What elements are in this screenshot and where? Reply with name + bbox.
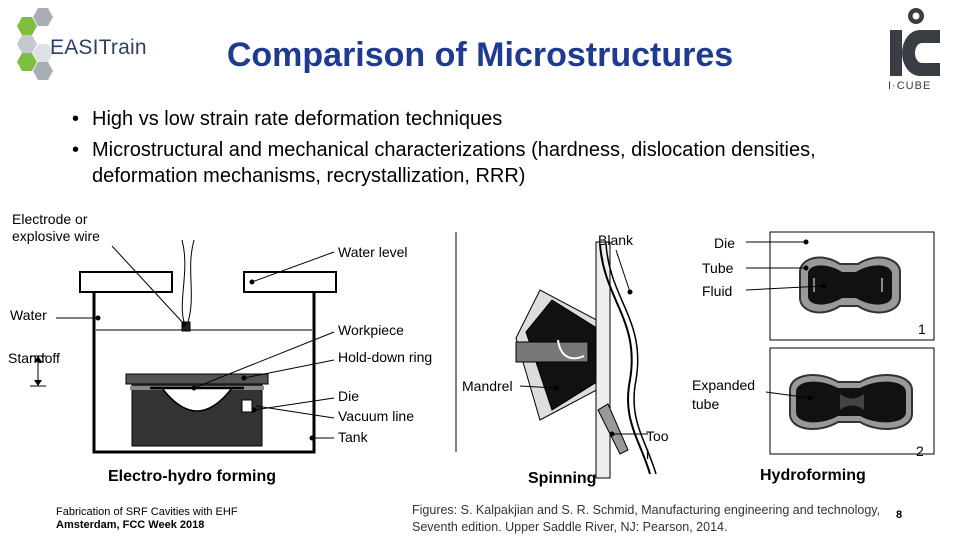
- electro-leader-lines: [56, 245, 335, 441]
- icube-logo-text: I·CUBE: [888, 80, 932, 92]
- bullet-item: Microstructural and mechanical character…: [72, 137, 892, 189]
- label-electrode: Electrode or explosive wire: [12, 211, 100, 244]
- footer-event-line2: Amsterdam, FCC Week 2018: [56, 519, 205, 531]
- label-tank: Tank: [338, 429, 368, 445]
- bullet-item: High vs low strain rate deformation tech…: [72, 106, 892, 132]
- label-vacuum-line: Vacuum line: [338, 408, 415, 424]
- label-tool-cont: l: [646, 446, 650, 462]
- label-water-level: Water level: [338, 244, 408, 260]
- label-die: Die: [338, 388, 360, 404]
- label-workpiece: Workpiece: [338, 322, 404, 338]
- caption-electro-hydro: Electro-hydro forming: [108, 468, 277, 485]
- page-number: 8: [896, 509, 903, 521]
- bullet-list: High vs low strain rate deformation tech…: [72, 106, 892, 194]
- label-step-2: 2: [916, 443, 924, 459]
- figure-citation: Figures: S. Kalpakjian and S. R. Schmid,…: [412, 503, 881, 534]
- label-standoff: Standoff: [8, 350, 60, 366]
- label-tube: Tube: [702, 260, 734, 276]
- label-step-1: 1: [918, 321, 926, 337]
- label-blank: Blank: [598, 232, 634, 248]
- label-tool: Too: [646, 428, 669, 444]
- page-title: Comparison of Microstructures: [226, 36, 734, 74]
- icube-logo-icon: [890, 8, 940, 76]
- easitrain-logo-icon: [17, 8, 53, 80]
- label-hold-down-ring: Hold-down ring: [338, 349, 433, 365]
- label-expanded: Expanded: [692, 377, 756, 393]
- spinning-leader-lines: [519, 249, 648, 437]
- easitrain-logo-text: EASITrain: [50, 36, 147, 59]
- caption-spinning: Spinning: [528, 470, 597, 487]
- label-hydro-die: Die: [714, 235, 736, 251]
- caption-hydroforming: Hydroforming: [760, 467, 866, 484]
- electro-hydro-diagram: [30, 239, 337, 454]
- spinning-diagram: [515, 241, 657, 479]
- label-expanded-tube: tube: [692, 396, 720, 412]
- hydroforming-diagram: [769, 231, 935, 455]
- label-fluid: Fluid: [702, 283, 733, 299]
- label-mandrel: Mandrel: [462, 378, 513, 394]
- label-water: Water: [10, 307, 47, 323]
- hydro-leader-lines: [745, 239, 827, 401]
- footer-event-line1: Fabrication of SRF Cavities with EHF: [56, 506, 238, 518]
